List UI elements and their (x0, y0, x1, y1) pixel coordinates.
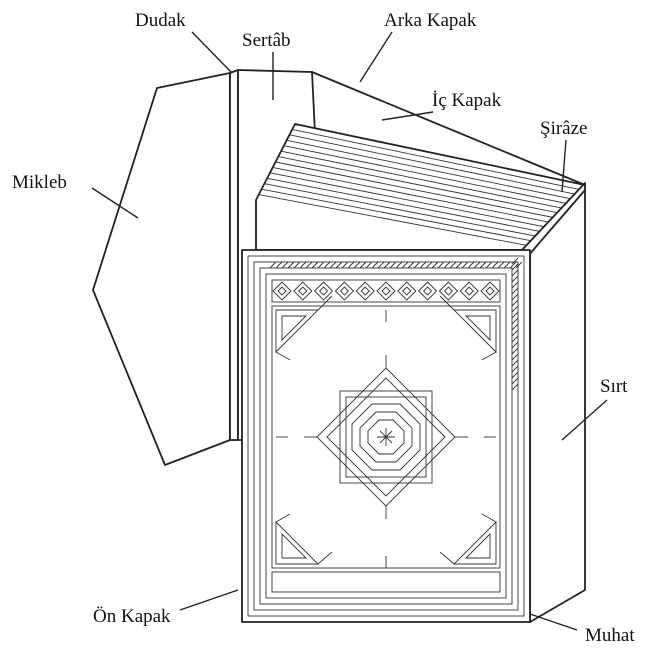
label-arka-kapak: Arka Kapak (384, 10, 477, 31)
front-cover (242, 250, 530, 622)
label-mikleb: Mikleb (12, 172, 67, 193)
label-dudak: Dudak (135, 10, 186, 31)
flap-shape (93, 73, 230, 465)
label-muhat: Muhat (585, 625, 635, 646)
leader-on-kapak (180, 590, 238, 610)
fore-edge-flap-shape (230, 70, 238, 440)
label-sertab: Sertâb (242, 30, 291, 51)
leader-muhat (530, 614, 577, 630)
label-on-kapak: Ön Kapak (93, 606, 171, 627)
label-sirt: Sırt (600, 376, 628, 397)
label-siraze: Şirâze (540, 118, 587, 139)
leader-dudak (192, 32, 232, 73)
label-ic-kapak: İç Kapak (432, 90, 502, 111)
spine-shape (530, 185, 585, 622)
leader-arka-kapak (360, 32, 392, 82)
